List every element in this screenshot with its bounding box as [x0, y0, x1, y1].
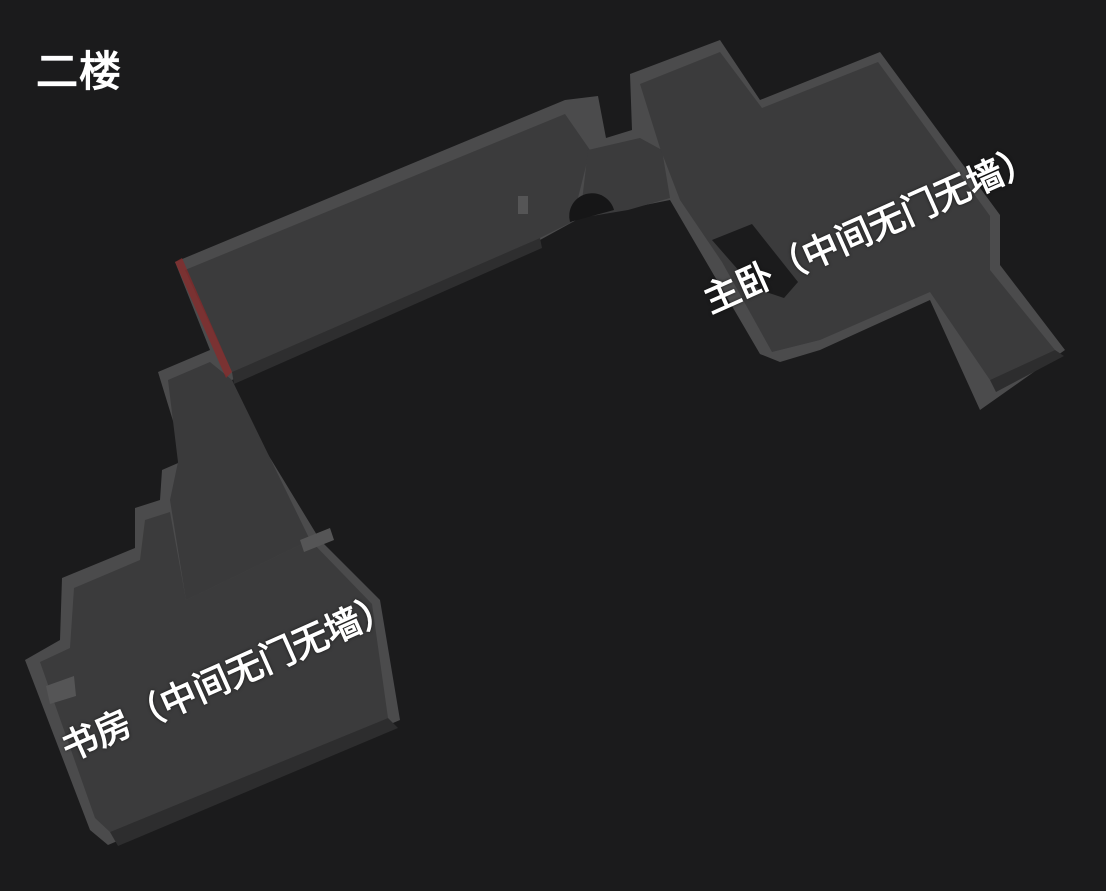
fixture-corridor-notch	[300, 528, 334, 552]
fixture-hallway	[518, 196, 528, 214]
floor-hallway	[185, 114, 590, 372]
floor-study	[40, 512, 388, 832]
floor-title: 二楼	[36, 47, 123, 96]
fixture-study-notch	[46, 676, 76, 704]
floor-master-bedroom	[640, 52, 1055, 380]
wall-side-hallway	[232, 238, 542, 384]
void-master	[712, 224, 798, 298]
wall-side-study	[110, 718, 398, 846]
wall-side-master	[990, 350, 1064, 392]
accent-wall-red	[175, 258, 232, 378]
column-opening	[569, 193, 614, 222]
floorplan-structure	[25, 40, 1065, 846]
floor-west-corridor	[168, 362, 310, 600]
